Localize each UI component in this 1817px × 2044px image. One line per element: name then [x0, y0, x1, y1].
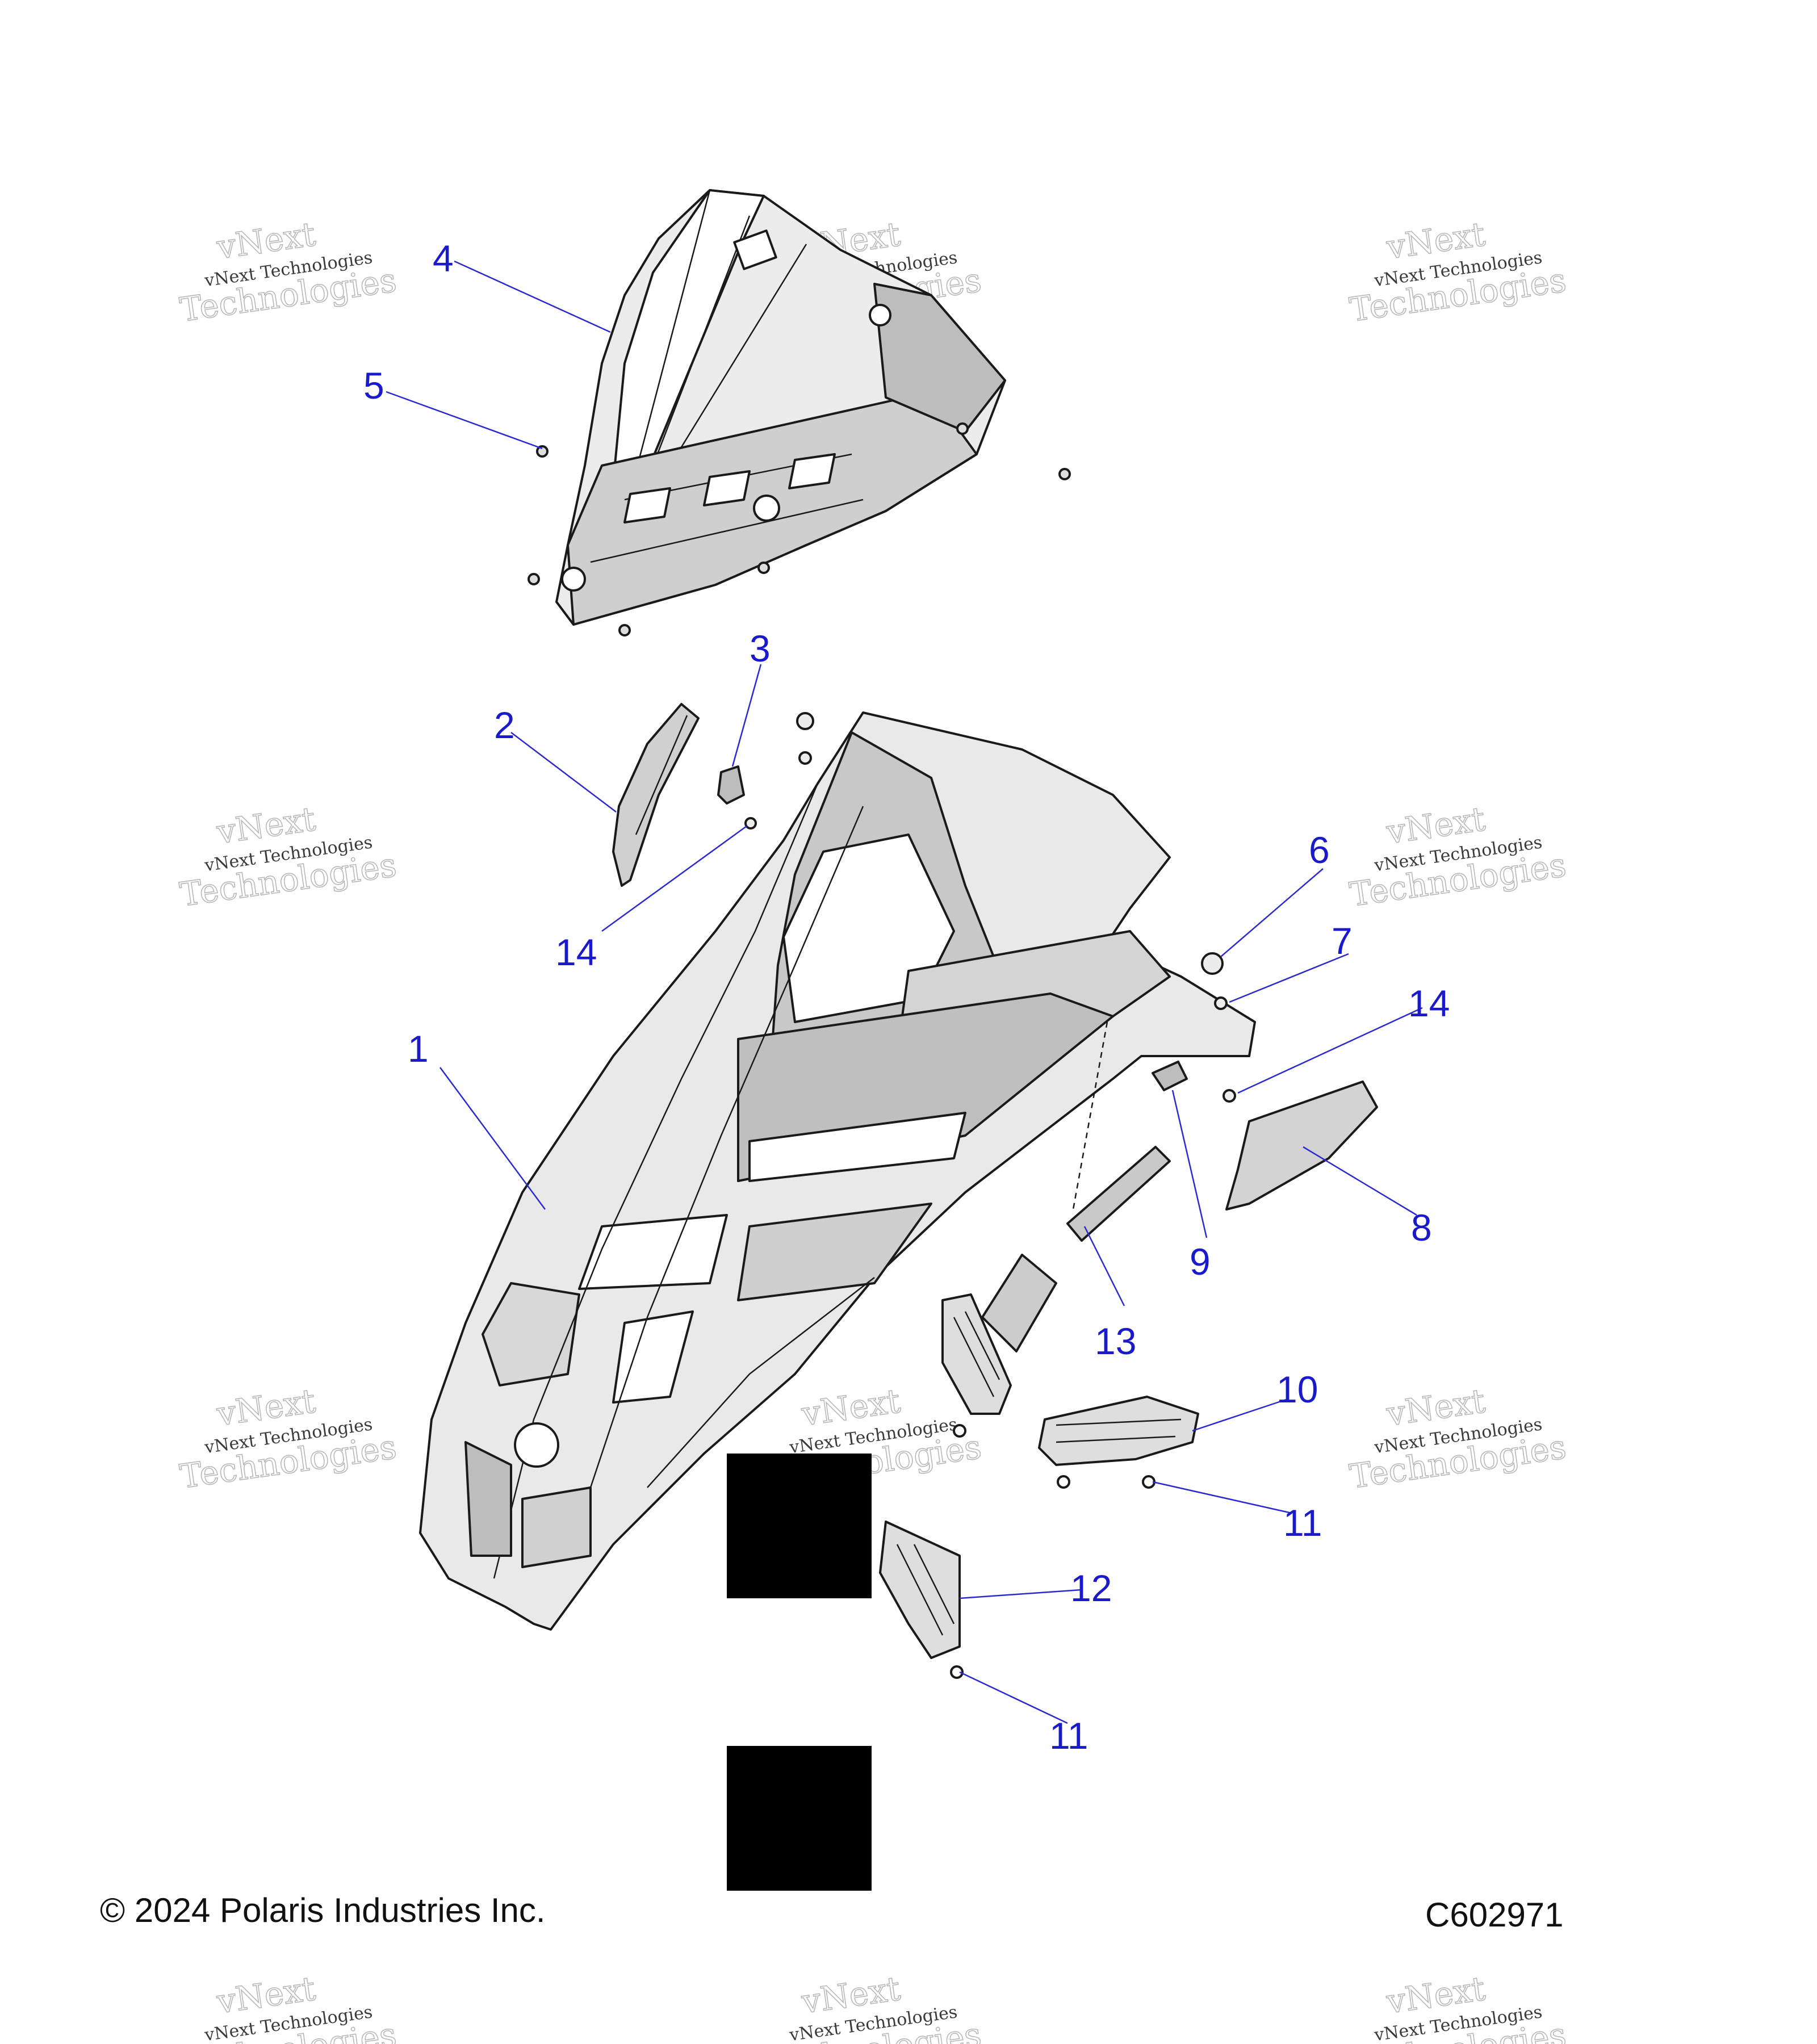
- callout-13: 13: [1095, 1320, 1136, 1362]
- side-panel-left-part: [612, 703, 700, 887]
- callout-9: 9: [1190, 1241, 1211, 1283]
- callout-1: 1: [408, 1028, 429, 1070]
- windshield-part: [555, 189, 1006, 626]
- grille-parts: [879, 1293, 1199, 1679]
- bracket-part: [717, 765, 745, 805]
- callout-7: 7: [1332, 920, 1353, 962]
- reflector-strip-part: [1066, 1021, 1171, 1242]
- windshield-screws: [527, 422, 1071, 636]
- drawing-number: C602971: [1425, 1896, 1564, 1934]
- hood-part: [419, 711, 1256, 1631]
- redaction-block-upper: [727, 1454, 872, 1598]
- fasteners: [744, 712, 1236, 1103]
- callout-6: 6: [1309, 829, 1330, 871]
- redaction-block-lower: [727, 1746, 872, 1891]
- side-panel-right-part: [1225, 1080, 1378, 1211]
- leader-lines: [386, 260, 1423, 1724]
- callout-11-upper: 11: [1283, 1502, 1322, 1544]
- callout-8: 8: [1411, 1207, 1432, 1249]
- callout-14-left: 14: [555, 931, 597, 973]
- bracket-right-part: [1152, 1061, 1188, 1091]
- callout-5: 5: [363, 365, 384, 407]
- callout-2: 2: [494, 704, 515, 746]
- copyright-text: © 2024 Polaris Industries Inc.: [100, 1891, 546, 1929]
- callout-labels: 1 2 3 4 5 6 7 8 9 10 11 11 12 13 14 14: [363, 237, 1450, 1757]
- callout-3: 3: [750, 627, 771, 669]
- callout-4: 4: [433, 237, 454, 279]
- callout-14-right: 14: [1408, 982, 1450, 1024]
- callout-10: 10: [1276, 1368, 1318, 1410]
- callout-11-lower: 11: [1049, 1715, 1088, 1757]
- callout-12: 12: [1070, 1567, 1112, 1609]
